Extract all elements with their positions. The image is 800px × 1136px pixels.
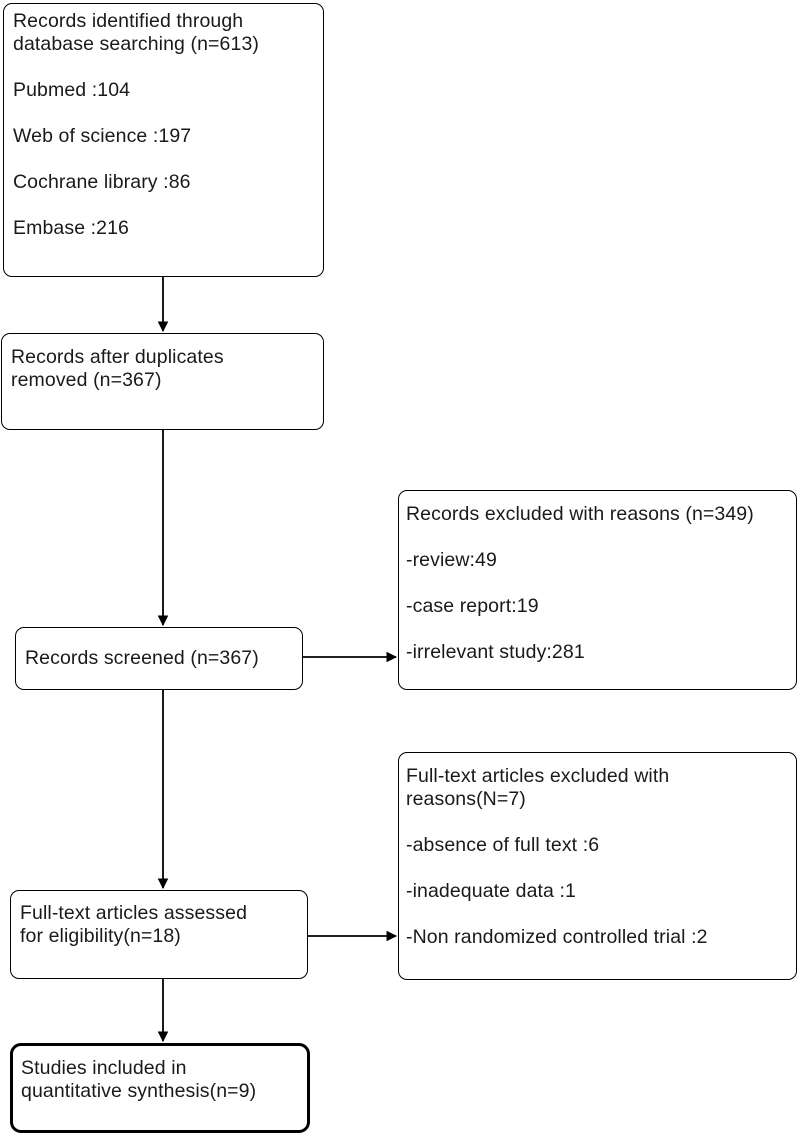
fulltext-assessed-text: Full-text articles assessed for eligibil… <box>20 902 301 948</box>
records-excluded-text: Records excluded with reasons (n=349) -r… <box>406 503 790 664</box>
box-line: -inadequate data :1 <box>406 880 576 902</box>
fulltext-excluded-text: Full-text articles excluded with reasons… <box>406 765 790 949</box>
records-after-duplicates-removed-text: Records after duplicates removed (n=367) <box>11 346 317 392</box>
records-identified-text: Records identified through database sear… <box>13 10 317 240</box>
box-line: Full-text articles excluded with <box>406 765 670 787</box>
box-line: quantitative synthesis(n=9) <box>21 1080 257 1102</box>
box-line: -absence of full text :6 <box>406 834 600 856</box>
records-identified-box: Records identified through database sear… <box>3 3 324 277</box>
box-line: Records identified through <box>13 10 244 32</box>
box-line: Web of science :197 <box>13 125 192 147</box>
box-line: Records screened (n=367) <box>25 647 259 669</box>
fulltext-assessed-box: Full-text articles assessed for eligibil… <box>10 890 308 979</box>
box-line: -review:49 <box>406 549 497 571</box>
box-line: Full-text articles assessed <box>20 902 248 924</box>
box-line: Embase :216 <box>13 217 130 239</box>
fulltext-excluded-box: Full-text articles excluded with reasons… <box>398 752 797 980</box>
records-after-duplicates-removed-box: Records after duplicates removed (n=367) <box>1 333 324 430</box>
records-screened-text: Records screened (n=367) <box>25 647 296 670</box>
box-line: for eligibility(n=18) <box>20 925 181 947</box>
studies-included-text: Studies included in quantitative synthes… <box>21 1057 301 1103</box>
box-line: Records after duplicates <box>11 346 224 368</box>
studies-included-box: Studies included in quantitative synthes… <box>10 1043 310 1133</box>
records-excluded-box: Records excluded with reasons (n=349) -r… <box>398 490 797 690</box>
box-line: -irrelevant study:281 <box>406 641 585 663</box>
box-line: Pubmed :104 <box>13 79 131 101</box>
box-line: Studies included in <box>21 1057 187 1079</box>
box-line: reasons(N=7) <box>406 788 526 810</box>
box-line: -Non randomized controlled trial :2 <box>406 926 708 948</box>
records-screened-box: Records screened (n=367) <box>15 627 303 690</box>
box-line: Records excluded with reasons (n=349) <box>406 503 754 525</box>
box-line: database searching (n=613) <box>13 33 259 55</box>
box-line: -case report:19 <box>406 595 539 617</box>
box-line: removed (n=367) <box>11 369 162 391</box>
box-line: Cochrane library :86 <box>13 171 191 193</box>
